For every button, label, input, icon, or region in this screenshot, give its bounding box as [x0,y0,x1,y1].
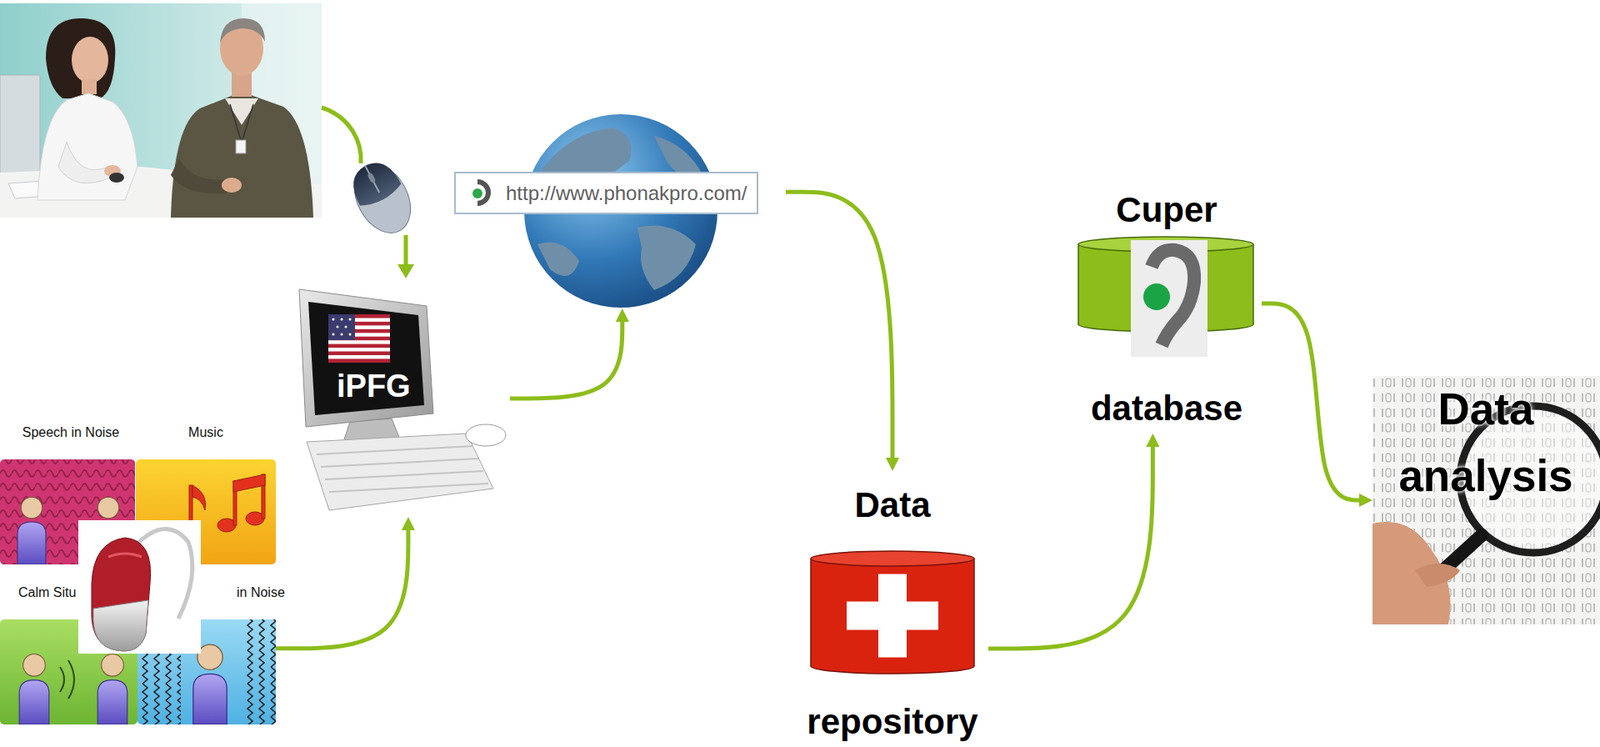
node-label: iPFG [336,367,411,405]
consultation-photo [37,93,138,200]
us-flag [328,314,390,363]
computer-illustration [306,433,494,510]
computer-illustration [308,301,425,415]
mouse-icon [366,172,376,184]
us-flag [328,314,390,363]
node-label: Calm Situ [18,583,76,602]
program-tiles [193,644,227,725]
program-tiles [0,459,276,725]
us-flag [340,333,344,336]
us-flag [328,314,355,340]
program-tile: Calm Situ [0,580,138,725]
us-flag [336,325,340,329]
database-cylinder-part [1143,283,1170,310]
consultation-photo [0,3,322,218]
program-tile: in Noise [137,580,276,725]
consultation-photo [0,75,40,180]
consultation-photo [109,172,125,183]
node-caption: database [1071,388,1262,429]
mouse-to-computer-arrow [404,235,409,267]
us-flag [349,318,352,321]
flow-arrow [275,523,409,649]
consultation-photo [45,18,115,99]
fitting-computer: iPFG [295,285,510,517]
hearing-aid-picture [108,553,142,557]
us-flag [340,318,344,321]
globe-illustration [637,225,696,291]
consultation-photo [71,36,109,84]
photo-link-curve [321,107,361,164]
us-flag [328,358,390,363]
mouse-icon [343,154,422,243]
mouse-icon [365,165,380,193]
computer-illustration [299,289,506,510]
program-tiles [192,485,206,510]
consultation-photo [81,79,97,95]
program-tile: Music [132,420,280,565]
program-tiles [17,496,46,565]
computer-illustration [316,445,489,492]
node-label: in Noise [236,583,285,602]
mouse-to-computer-arrow [397,264,415,279]
node-label: Music [132,423,280,442]
data-analysis-picture [1372,375,1600,625]
web-portal: http://www.phonakpro.com/ [454,114,786,309]
us-flag [328,351,390,356]
hearing-aid-picture [78,520,201,654]
node-label: Speech in Noise [0,423,142,442]
consultation-photo [170,91,314,218]
program-tile: Speech in Noise [0,420,142,565]
flow-arrow [988,440,1153,649]
data-analysis-picture [1415,563,1460,587]
us-flag [332,333,335,336]
mouse-icon [343,154,422,243]
program-tiles [60,660,75,699]
us-flag [332,318,335,321]
program-tiles [241,619,276,725]
consultation-photo [0,3,322,218]
node-label: Data analysis [1385,375,1586,510]
repository-cylinder-part [846,601,939,630]
program-tiles [97,653,128,725]
consultation-photo [58,141,113,184]
portal-logo [472,188,483,199]
repository-cylinder-part [810,558,975,666]
flow-arrow [785,191,893,465]
hearing-aid-picture [93,600,149,651]
portal-logo [465,176,500,210]
mouse-to-computer-arrow [397,235,415,279]
us-flag [328,344,390,349]
repository-cylinder: Data repository [796,470,989,742]
node-heading: Data [796,485,989,525]
database-cylinder: Cuper database [1071,190,1262,434]
consultation-photo [225,98,259,125]
flow-arrow [510,315,623,399]
hearing-aid-picture [91,537,151,651]
node-heading: Cuper [1071,190,1262,230]
consultation-photo [221,177,242,193]
computer-illustration [299,289,434,427]
consultation-photo [230,104,254,140]
consultation-photo [170,158,230,194]
globe-illustration [537,242,580,277]
analysis-image: Data analysis [1372,375,1600,625]
repository-cylinder-part [810,550,975,566]
us-flag [349,333,352,336]
consultation-photo [220,18,265,44]
node-label: http://www.phonakpro.com/ [454,171,759,215]
program-tiles [19,653,50,725]
program-tiles [233,474,265,492]
node-caption: repository [796,701,989,742]
mouse-icon [345,155,405,210]
consultation-photo [235,140,246,154]
database-cylinder-part [1130,240,1208,357]
repository-cylinder-part [810,558,975,666]
us-flag [345,325,348,329]
computer-illustration [465,424,506,446]
flow-arrow [1261,303,1366,500]
hearing-aid-picture [78,520,201,654]
